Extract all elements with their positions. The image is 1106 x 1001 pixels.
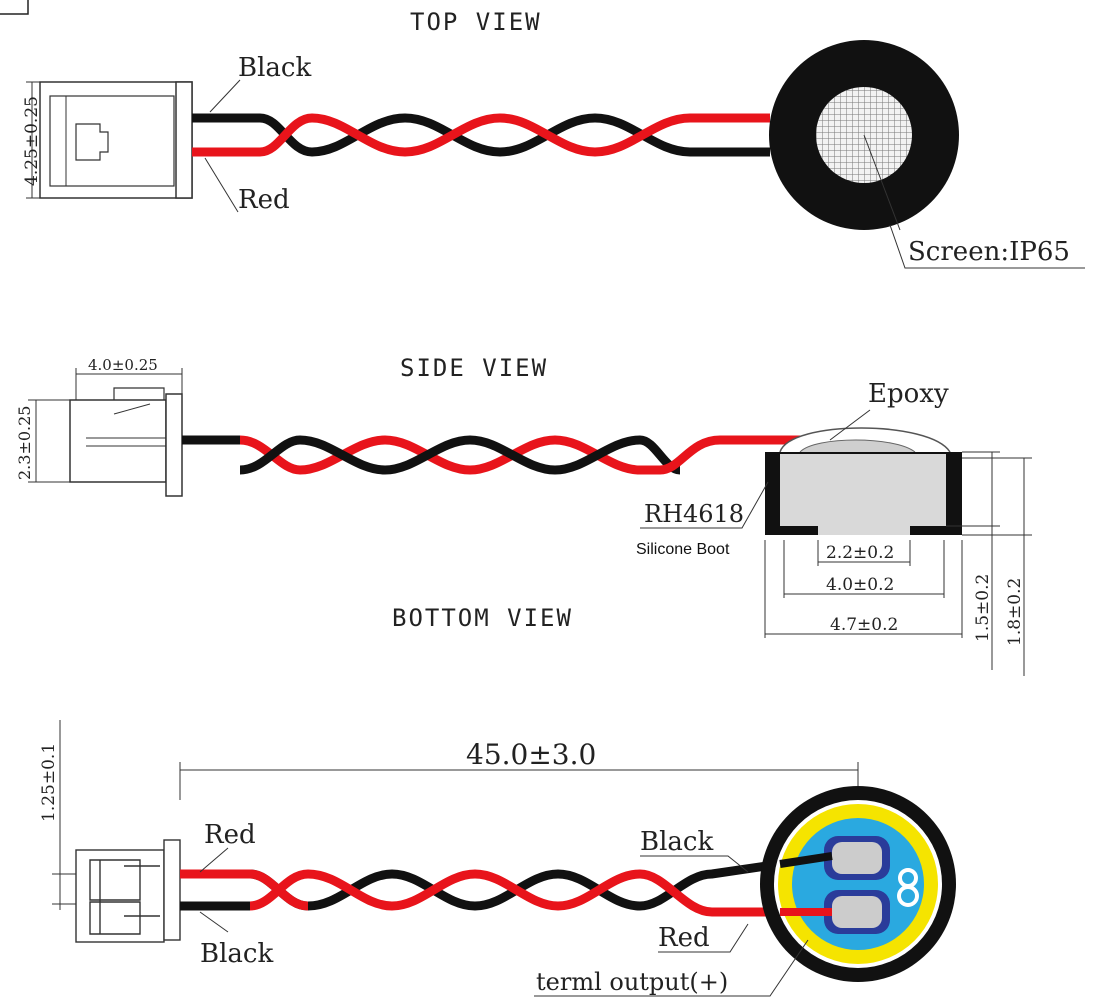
bottom-view-title: BOTTOM VIEW bbox=[392, 604, 573, 632]
bottom-label-sensor-red: Red bbox=[658, 923, 710, 953]
bottom-label-terminal: terml output(+) bbox=[536, 968, 728, 996]
top-sensor-disc bbox=[769, 40, 959, 231]
side-view-title: SIDE VIEW bbox=[400, 354, 548, 382]
side-dim-outer: 4.7±0.2 bbox=[830, 615, 898, 635]
side-label-part: RH4618 bbox=[644, 500, 744, 528]
side-dim-height-total: 1.8±0.2 bbox=[1005, 578, 1025, 646]
side-dim-mid: 4.0±0.2 bbox=[826, 575, 894, 595]
bottom-twisted-wires bbox=[180, 859, 830, 917]
top-view-title: TOP VIEW bbox=[410, 8, 542, 36]
bottom-dim-length bbox=[179, 762, 859, 800]
side-dim-connector-width bbox=[75, 368, 183, 400]
side-dim-connector-height bbox=[28, 399, 70, 483]
top-label-red: Red bbox=[238, 185, 290, 215]
top-dim-connector-height bbox=[26, 81, 40, 199]
top-connector bbox=[39, 81, 193, 199]
side-dim-height-body: 1.5±0.2 bbox=[973, 574, 993, 642]
bottom-dim-length-label: 45.0±3.0 bbox=[466, 738, 596, 771]
bottom-dim-pitch-label: 1.25±0.1 bbox=[39, 743, 59, 822]
bottom-label-conn-black: Black bbox=[200, 939, 273, 969]
side-label-boot: Silicone Boot bbox=[636, 541, 730, 558]
top-dim-connector-height-label: 4.25±0.25 bbox=[22, 96, 42, 186]
side-dims bbox=[764, 451, 1032, 676]
top-label-screen: Screen:IP65 bbox=[908, 237, 1070, 267]
side-sensor-body bbox=[765, 427, 962, 535]
side-dim-inner: 2.2±0.2 bbox=[826, 543, 894, 563]
side-label-epoxy: Epoxy bbox=[868, 379, 949, 409]
top-label-black: Black bbox=[238, 53, 311, 83]
bottom-label-sensor-black: Black bbox=[640, 827, 713, 857]
bottom-label-conn-red: Red bbox=[204, 820, 256, 850]
side-dim-connector-width-label: 4.0±0.25 bbox=[88, 356, 158, 374]
side-connector bbox=[69, 387, 183, 497]
bottom-connector bbox=[75, 839, 181, 943]
side-twisted-wires bbox=[182, 435, 840, 475]
bottom-sensor-disc bbox=[760, 786, 956, 982]
top-twisted-wires bbox=[192, 113, 770, 157]
side-dim-connector-height-label: 2.3±0.25 bbox=[15, 406, 34, 480]
